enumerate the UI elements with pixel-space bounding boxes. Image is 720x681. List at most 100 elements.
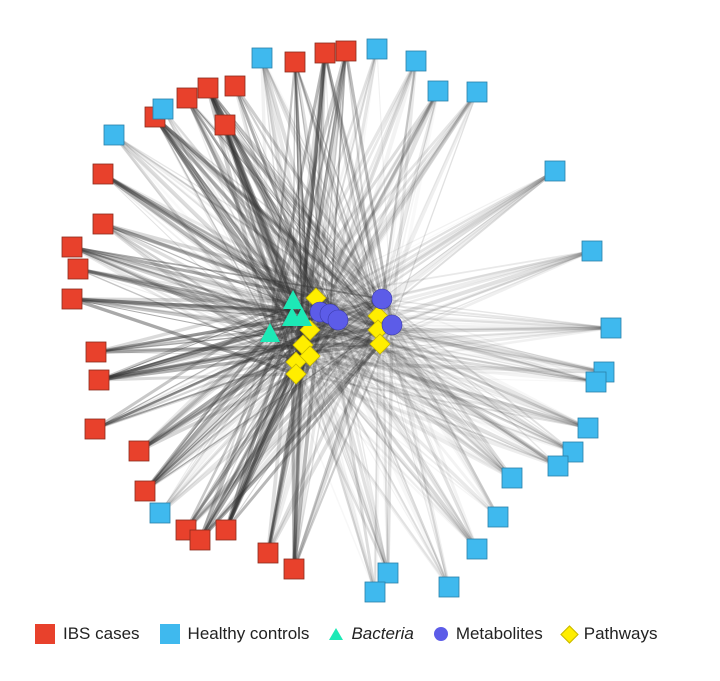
edge <box>159 317 293 514</box>
edge <box>290 50 348 319</box>
edge <box>153 115 294 320</box>
edge <box>381 298 612 329</box>
edge <box>138 328 311 453</box>
edge <box>159 355 311 514</box>
edge <box>381 249 593 301</box>
edge <box>290 317 377 593</box>
edge <box>95 299 294 354</box>
edge <box>377 170 556 317</box>
edge <box>315 297 574 453</box>
edge <box>138 343 304 453</box>
edge <box>294 61 379 331</box>
edge <box>319 50 347 313</box>
edge <box>153 115 394 327</box>
edge <box>295 360 513 480</box>
healthy-control-node <box>466 81 488 103</box>
edge <box>295 91 478 375</box>
edge <box>77 267 293 320</box>
edge <box>102 173 304 346</box>
edge <box>144 298 383 492</box>
edge <box>302 343 589 430</box>
edge <box>377 329 574 453</box>
edge <box>294 361 390 574</box>
edge <box>290 316 500 519</box>
edge <box>329 50 347 315</box>
edge <box>345 50 379 331</box>
edge <box>234 85 381 345</box>
edge <box>291 90 440 302</box>
metabolite-node <box>381 314 403 336</box>
bacteria-node <box>260 323 280 342</box>
edge <box>154 116 294 302</box>
edge <box>309 250 593 357</box>
edge <box>162 108 297 375</box>
edge <box>323 52 394 326</box>
edge <box>301 316 605 374</box>
edge <box>390 324 500 518</box>
edge <box>95 317 303 353</box>
edge <box>376 48 393 326</box>
healthy-control-node <box>487 506 509 528</box>
healthy-control-node <box>585 371 607 393</box>
edge <box>268 60 418 335</box>
edge <box>144 373 297 492</box>
edge <box>300 317 451 588</box>
edge <box>153 116 305 346</box>
edge <box>113 134 317 299</box>
edge <box>329 313 450 588</box>
edge <box>102 173 271 335</box>
edge <box>185 97 294 319</box>
edge <box>380 298 514 479</box>
edge <box>159 315 379 514</box>
edge <box>293 319 339 570</box>
edge <box>154 116 381 345</box>
edge <box>319 310 589 430</box>
edge <box>269 332 589 430</box>
edge <box>379 326 612 346</box>
edge <box>295 361 478 550</box>
edge <box>391 91 478 326</box>
edge <box>323 52 382 345</box>
edge <box>319 311 559 467</box>
edge <box>113 134 393 326</box>
legend-pathways: Pathways <box>560 624 657 644</box>
edge <box>309 354 597 384</box>
edge <box>102 172 331 316</box>
edge <box>95 351 311 357</box>
edge <box>295 373 589 429</box>
edge <box>377 315 450 588</box>
edge <box>102 173 294 302</box>
edge <box>295 372 559 468</box>
healthy-control-node <box>405 50 427 72</box>
edge <box>376 315 500 518</box>
edge <box>328 313 377 593</box>
ibs-case-node <box>92 163 114 185</box>
edge <box>162 108 311 331</box>
edge <box>225 298 383 531</box>
edge <box>102 222 317 300</box>
edge <box>377 329 605 373</box>
edge <box>95 316 293 354</box>
legend-ibs-cases: IBS cases <box>35 624 140 644</box>
edge <box>319 310 612 330</box>
edge <box>267 313 331 554</box>
edge <box>71 297 321 314</box>
edge <box>199 333 271 541</box>
edge <box>113 134 383 300</box>
ibs-case-node <box>67 258 89 280</box>
edge <box>302 344 597 383</box>
ibs-case-node <box>214 114 236 136</box>
ibs-case-node <box>283 558 305 580</box>
edge <box>377 329 450 588</box>
edge <box>233 85 384 300</box>
edge <box>391 323 597 384</box>
edge <box>390 324 451 588</box>
pathway-node <box>285 363 307 385</box>
edge <box>260 57 272 335</box>
edge <box>102 172 321 314</box>
edge <box>206 87 394 326</box>
edge <box>153 116 318 299</box>
legend-bacteria: Bacteria <box>329 624 414 644</box>
edge <box>113 134 331 315</box>
edge <box>207 87 379 331</box>
